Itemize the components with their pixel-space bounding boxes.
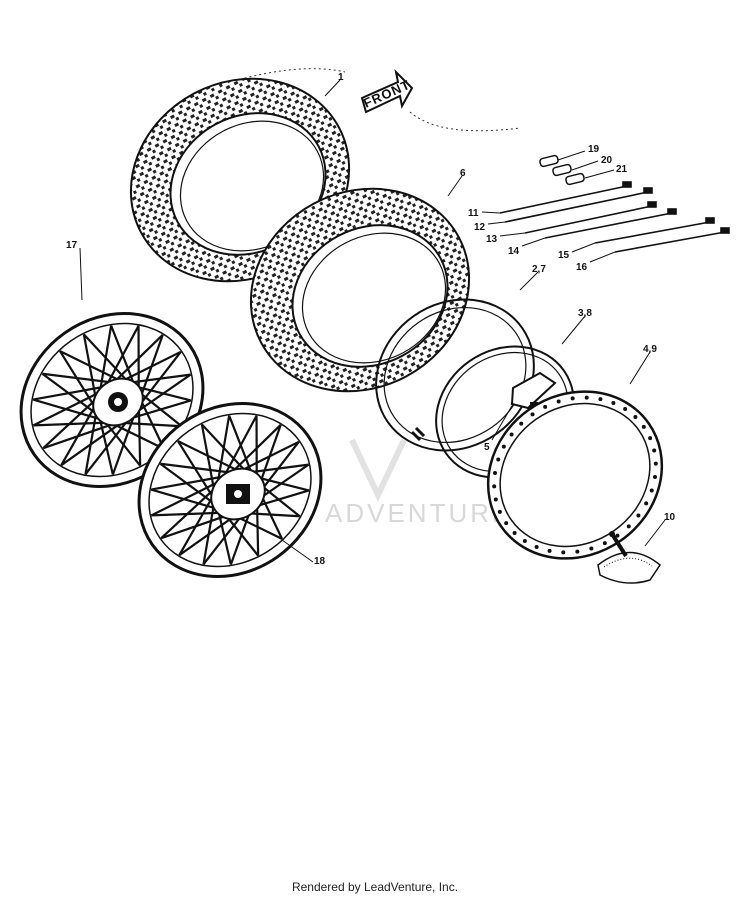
- rim-spoke-hole: [648, 436, 653, 441]
- callout-16: 16: [576, 262, 588, 273]
- rim-spoke-hole: [512, 530, 517, 535]
- rim-spoke-hole: [623, 406, 628, 411]
- front-arrow-label: FRONT: [361, 77, 413, 111]
- rim-spoke-hole: [497, 509, 502, 514]
- front-arrow: FRONT: [360, 68, 414, 114]
- wheel-18: [137, 402, 323, 578]
- rim-spoke-hole: [636, 513, 641, 518]
- callout-19: 19: [588, 144, 600, 155]
- rim-spoke-hole: [602, 541, 607, 546]
- callout-20: 20: [601, 155, 613, 166]
- wheel-spoke-line: [42, 420, 122, 450]
- callout-10: 10: [664, 512, 676, 523]
- callout-11: 11: [468, 208, 479, 219]
- wheel-spoke-line: [177, 440, 218, 504]
- rim-spoke-hole: [547, 548, 552, 553]
- nipple-20: [552, 163, 572, 177]
- callout-3-8: 3,8: [578, 308, 592, 319]
- tube-2-7: [375, 298, 535, 452]
- rim-spoke-hole: [530, 412, 535, 417]
- callout-14: 14: [508, 246, 520, 257]
- rim-spoke-hole: [534, 545, 539, 550]
- rim-spoke-hole: [519, 421, 524, 426]
- rim-4-9: [486, 390, 664, 560]
- callout-2-7: 2,7: [532, 264, 546, 275]
- rim-spoke-hole: [543, 404, 548, 409]
- rim-spoke-hole: [626, 524, 631, 529]
- rim-spoke-hole: [493, 497, 498, 502]
- watermark: ADVENTURE: [325, 438, 512, 528]
- spoke-15: [594, 217, 715, 244]
- rim-spoke-hole: [561, 550, 566, 555]
- callout-12: 12: [474, 222, 486, 233]
- rim-spoke-hole: [522, 539, 527, 544]
- callout-17: 17: [66, 240, 78, 251]
- spoke-11: [499, 181, 632, 214]
- rim-spoke-hole: [501, 444, 506, 449]
- wheel-spoke-line: [33, 421, 114, 427]
- front-reference-line: [229, 68, 521, 132]
- callout-1: 1: [338, 72, 344, 83]
- valve-10: [597, 531, 661, 584]
- callout-6: 6: [460, 168, 466, 179]
- callout-5: 5: [484, 442, 490, 453]
- wheel-spoke-line: [59, 350, 100, 414]
- callout-21: 21: [616, 164, 628, 175]
- rim-spoke-hole: [492, 484, 497, 489]
- rim-spoke-hole: [611, 400, 616, 405]
- watermark-text: ADVENTURE: [325, 498, 512, 528]
- rim-spoke-hole: [653, 461, 658, 466]
- spoke-12: [504, 187, 653, 223]
- callout-labels: 1 6 2,7 3,8 4,9 5 10 11 12 13 14 15 16 1…: [66, 72, 676, 567]
- nipple-set: [539, 154, 585, 186]
- rim-spoke-hole: [649, 488, 654, 493]
- nipple-21: [565, 172, 585, 186]
- rim-spoke-hole: [598, 397, 603, 402]
- callout-4-9: 4,9: [643, 344, 657, 355]
- wheel-spoke-line: [159, 462, 221, 509]
- rim-spoke-hole: [493, 470, 498, 475]
- rim-spoke-hole: [575, 549, 580, 554]
- rim-spoke-hole: [570, 396, 575, 401]
- callout-15: 15: [558, 250, 570, 261]
- wheel-spoke-line: [215, 415, 231, 490]
- wheel-spoke-line: [200, 424, 217, 497]
- rim-spoke-hole: [589, 546, 594, 551]
- rim-spoke-hole: [509, 432, 514, 437]
- tire-6: [249, 187, 471, 393]
- parts-diagram: ADVENTURE FRONT: [19, 68, 730, 584]
- rim-spoke-hole: [641, 424, 646, 429]
- wheel-spoke-line: [32, 398, 108, 423]
- rim-spoke-hole: [633, 415, 638, 420]
- spoke-13: [524, 201, 657, 234]
- rim-spoke-hole: [496, 457, 501, 462]
- nipple-19: [539, 154, 559, 168]
- rim-spoke-hole: [556, 399, 561, 404]
- spoke-14: [544, 208, 677, 239]
- wheel-spoke-line: [41, 372, 103, 419]
- rim-spoke-hole: [615, 533, 620, 538]
- leader-lines: [79, 79, 666, 563]
- rim-spoke-hole: [504, 521, 509, 526]
- callout-18: 18: [314, 556, 326, 567]
- rim-spoke-hole: [644, 501, 649, 506]
- spoke-16: [614, 227, 730, 253]
- rim-spoke-hole: [652, 448, 657, 453]
- footer-credit: Rendered by LeadVenture, Inc.: [291, 880, 459, 894]
- spoke-set: [499, 181, 730, 253]
- wheel-spoke-line: [82, 334, 99, 407]
- rim-spoke-hole: [584, 395, 589, 400]
- callout-13: 13: [486, 234, 498, 245]
- rim-spoke-hole: [652, 475, 657, 480]
- wheel-17: [19, 312, 205, 488]
